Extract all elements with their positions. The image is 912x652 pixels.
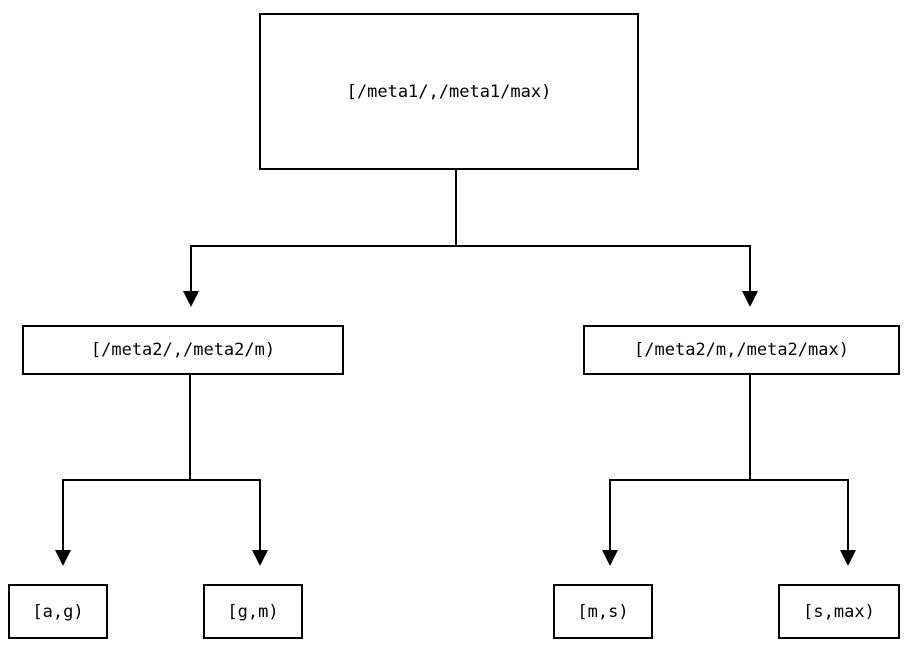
tree-node-leaf-smax-label: [s,max)	[803, 601, 875, 622]
tree-node-meta2-upper-label: [/meta2/m,/meta2/max)	[634, 340, 849, 360]
tree-node-meta2-lower: [/meta2/,/meta2/m)	[22, 325, 344, 375]
tree-node-meta2-upper: [/meta2/m,/meta2/max)	[583, 325, 900, 375]
edge-right-branch	[609, 479, 849, 551]
tree-node-leaf-smax: [s,max)	[778, 584, 900, 639]
edge-left-branch	[62, 479, 261, 551]
arrowhead-level2-left-icon	[183, 291, 199, 307]
tree-node-leaf-ag: [a,g)	[8, 584, 108, 639]
tree-node-leaf-ag-label: [a,g)	[32, 601, 84, 622]
arrowhead-leaf1-icon	[55, 550, 71, 566]
arrowhead-leaf4-icon	[840, 550, 856, 566]
tree-node-meta2-lower-label: [/meta2/,/meta2/m)	[90, 340, 276, 360]
edge-root-branch	[190, 245, 751, 292]
tree-node-leaf-ms: [m,s)	[553, 584, 653, 639]
arrowhead-leaf2-icon	[252, 550, 268, 566]
tree-node-leaf-ms-label: [m,s)	[577, 601, 629, 622]
tree-node-leaf-gm-label: [g,m)	[227, 601, 279, 622]
tree-node-leaf-gm: [g,m)	[203, 584, 303, 639]
arrowhead-level2-right-icon	[742, 291, 758, 307]
arrowhead-leaf3-icon	[602, 550, 618, 566]
tree-node-root: [/meta1/,/meta1/max)	[259, 13, 639, 170]
tree-node-root-label: [/meta1/,/meta1/max)	[346, 81, 552, 102]
